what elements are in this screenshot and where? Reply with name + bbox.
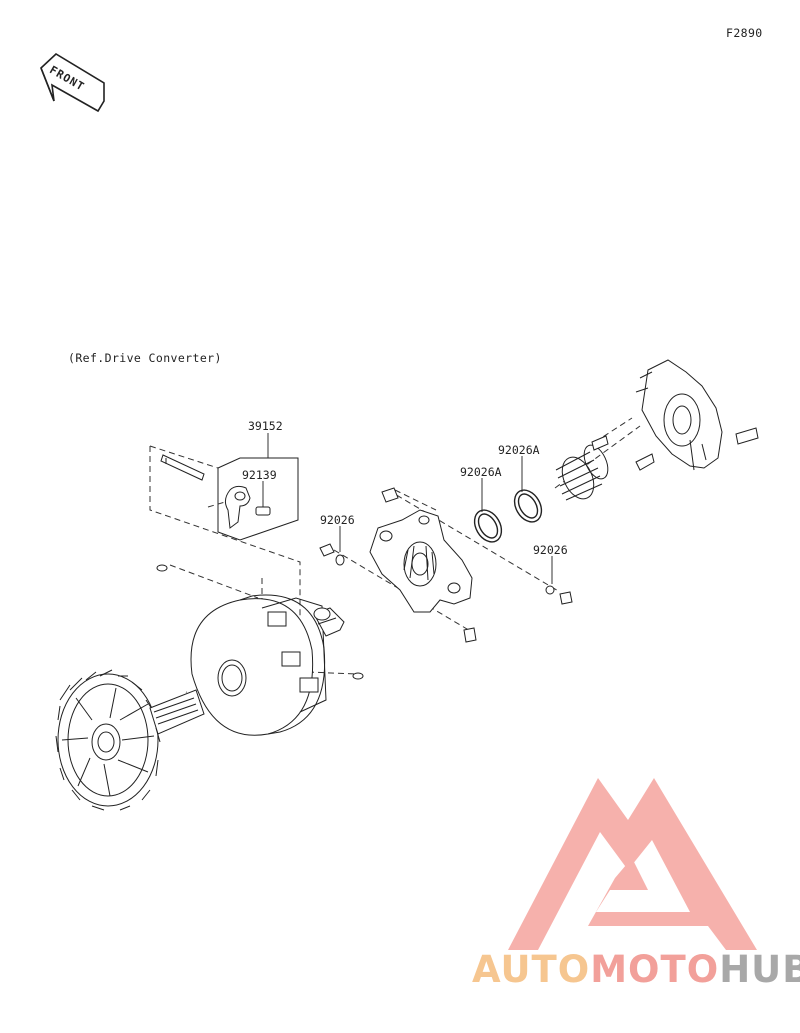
- figure-code: F2890: [726, 26, 763, 40]
- sheave-disc-part: [190, 594, 327, 736]
- kit-bracket-outline: [217, 457, 299, 541]
- washer-parts: [473, 489, 543, 543]
- roller-part: [313, 607, 345, 637]
- part-label-92026a-right[interactable]: 92026A: [498, 443, 540, 457]
- leader-lines: [262, 433, 553, 584]
- spider-part: [369, 487, 473, 613]
- cover-part: [591, 359, 759, 471]
- pin-part: [160, 454, 205, 481]
- part-label-92026-left[interactable]: 92026: [320, 513, 355, 527]
- brand-hub: HUB: [719, 948, 800, 991]
- watermark-brand: AUTOMOTOHUB: [472, 948, 800, 991]
- part-label-92139[interactable]: 92139: [242, 468, 277, 482]
- weight-arm-part: [224, 485, 271, 529]
- part-label-92026a-left[interactable]: 92026A: [460, 465, 502, 479]
- spring-part: [555, 444, 609, 501]
- screw-parts: [156, 543, 573, 680]
- reference-note: (Ref.Drive Converter): [68, 351, 222, 365]
- front-arrow-icon: [40, 53, 105, 113]
- brand-moto: MOTO: [590, 948, 720, 991]
- cooling-fan-part: [55, 669, 205, 811]
- part-label-92026-right[interactable]: 92026: [533, 543, 568, 557]
- part-label-39152[interactable]: 39152: [248, 419, 283, 433]
- watermark-logo: [508, 778, 757, 950]
- brand-auto: AUTO: [472, 948, 591, 991]
